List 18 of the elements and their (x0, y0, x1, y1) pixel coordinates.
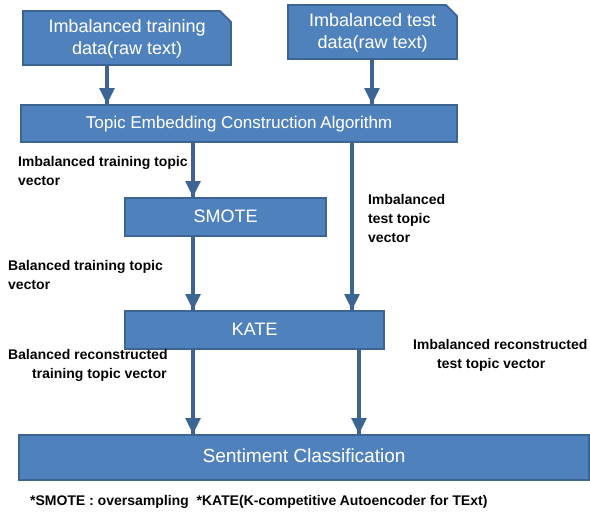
arrow (185, 143, 201, 197)
edge-label: Imbalanced reconstructed test topic vector (413, 335, 588, 373)
arrow (185, 350, 201, 434)
process-box: Imbalanced test data(raw text) (287, 4, 458, 60)
arrow (185, 237, 201, 310)
process-box: KATE (124, 310, 385, 350)
footnote: *SMOTE : oversampling *KATE(K-competitive Autoencoder for TExt) (30, 492, 488, 508)
arrow (364, 60, 380, 104)
edge-label: Balanced training topic vector (8, 256, 164, 294)
process-box: SMOTE (124, 197, 327, 237)
edge-label: Imbalanced test topic vector (368, 190, 446, 247)
arrow (344, 143, 360, 310)
process-box: Topic Embedding Construction Algorithm (20, 104, 458, 143)
process-box: Sentiment Classification (18, 434, 590, 481)
arrow (99, 66, 115, 104)
arrow (351, 350, 367, 434)
process-box: Imbalanced training data(raw text) (22, 10, 232, 66)
edge-label: Imbalanced training topic vector (18, 152, 188, 190)
